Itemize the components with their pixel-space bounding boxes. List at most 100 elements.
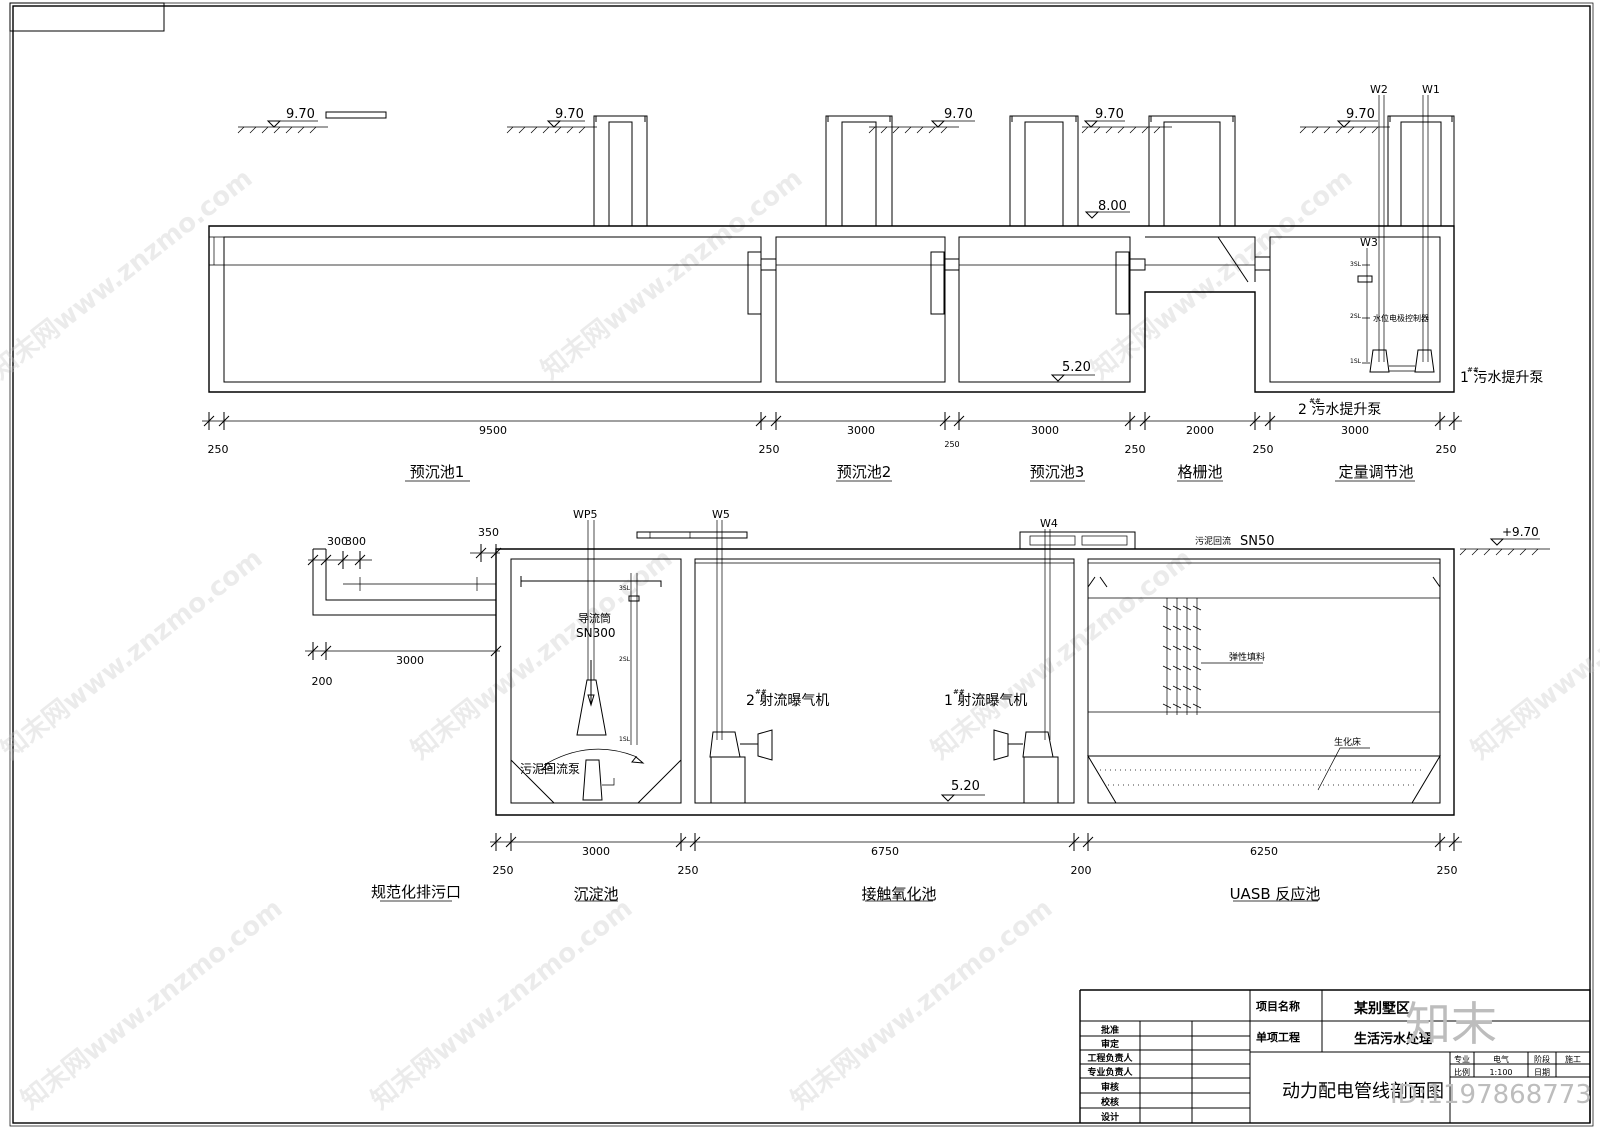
svg-text:工程负责人: 工程负责人: [1087, 1052, 1133, 1064]
svg-text:SN300: SN300: [576, 626, 616, 640]
tank-name: 格栅池: [1177, 463, 1222, 481]
svg-text:300: 300: [345, 535, 366, 548]
svg-text:专业负责人: 专业负责人: [1087, 1066, 1133, 1078]
svg-text:比例: 比例: [1454, 1067, 1470, 1077]
sludge-pump-label: 污泥回流泵: [520, 762, 580, 776]
svg-text:9.70: 9.70: [286, 107, 315, 122]
elevation-marker: 9.70: [546, 107, 585, 128]
svg-text:知末网www.znzmo.com: 知末网www.znzmo.com: [366, 893, 638, 1115]
svg-text:审核: 审核: [1101, 1081, 1119, 1093]
svg-text:2SL: 2SL: [619, 656, 631, 663]
svg-text:300: 300: [327, 535, 348, 548]
tank-name: 预沉池2: [837, 463, 892, 481]
svg-text:某别墅区: 某别墅区: [1354, 1000, 1410, 1017]
tank-name: 预沉池3: [1030, 463, 1085, 481]
corner-tag: [9, 2, 165, 32]
svg-text:弹性填料: 弹性填料: [1229, 651, 1265, 663]
bottom-section: 300 300 350 3000 200 +9.70 污泥回流 SN50 WP5…: [305, 508, 1551, 903]
svg-text:6750: 6750: [871, 845, 899, 858]
tank-name: 接触氧化池: [861, 885, 936, 903]
svg-text:5.20: 5.20: [951, 779, 980, 794]
svg-text:250: 250: [1253, 443, 1274, 456]
svg-text:1SL: 1SL: [619, 736, 631, 743]
elevation-marker: 5.20: [1050, 360, 1095, 382]
svg-text:W4: W4: [1040, 517, 1058, 530]
svg-text:3000: 3000: [847, 424, 875, 437]
elevation-marker: +9.70: [1489, 525, 1540, 546]
svg-text:##: ##: [1467, 366, 1479, 374]
aerator-2-label: 2 射流曝气机: [746, 693, 829, 709]
svg-text:##: ##: [755, 688, 767, 696]
svg-text:WP5: WP5: [573, 508, 598, 521]
svg-text:##: ##: [953, 688, 965, 696]
svg-text:审定: 审定: [1101, 1038, 1120, 1050]
svg-text:350: 350: [478, 526, 499, 539]
svg-text:9.70: 9.70: [1346, 107, 1375, 122]
svg-text:3000: 3000: [1341, 424, 1369, 437]
svg-text:250: 250: [759, 443, 780, 456]
tank-name: 沉淀池: [573, 885, 618, 903]
manhole-cover: [325, 111, 387, 119]
svg-text:1SL: 1SL: [1350, 358, 1362, 365]
svg-text:+9.70: +9.70: [1502, 525, 1539, 539]
svg-text:3000: 3000: [582, 845, 610, 858]
svg-text:SN50: SN50: [1240, 534, 1275, 549]
pump-1-label: 1 污水提升泵: [1460, 370, 1543, 386]
svg-text:250: 250: [1125, 443, 1146, 456]
svg-text:专业: 专业: [1454, 1054, 1470, 1064]
svg-text:9500: 9500: [479, 424, 507, 437]
svg-text:W3: W3: [1360, 236, 1378, 249]
svg-text:阶段: 阶段: [1534, 1054, 1550, 1064]
svg-text:3SL: 3SL: [619, 585, 631, 592]
pump-2-label: 2 污水提升泵: [1298, 402, 1381, 418]
svg-text:单项工程: 单项工程: [1256, 1030, 1300, 1044]
elevation-marker: 9.70: [1336, 107, 1378, 128]
svg-text:知末网www.znzmo.com: 知末网www.znzmo.com: [536, 163, 808, 385]
watermark: 知末网www.znzmo.com 知末网www.znzmo.com 知末网www…: [0, 163, 1600, 1115]
elevation-marker: 9.70: [266, 107, 318, 128]
tank-name: UASB 反应池: [1230, 885, 1321, 903]
svg-text:知末网www.znzmo.com: 知末网www.znzmo.com: [16, 893, 288, 1115]
svg-text:250: 250: [208, 443, 229, 456]
svg-text:知末网www.znzmo.com: 知末网www.znzmo.com: [1466, 543, 1600, 765]
svg-text:2000: 2000: [1186, 424, 1214, 437]
tank-name: 规范化排污口: [371, 883, 461, 901]
elevation-marker: 8.00: [1084, 199, 1130, 219]
svg-text:施工: 施工: [1565, 1054, 1581, 1064]
svg-text:1:100: 1:100: [1489, 1068, 1512, 1077]
title-block: 项目名称 某别墅区 单项工程 生活污水处理 动力配电管线剖面图 批准 审定 工程…: [1079, 989, 1592, 1123]
svg-text:知末网www.znzmo.com: 知末网www.znzmo.com: [0, 163, 258, 385]
svg-text:8.00: 8.00: [1098, 199, 1127, 214]
svg-text:W2: W2: [1370, 83, 1388, 96]
svg-text:知末网www.znzmo.com: 知末网www.znzmo.com: [0, 543, 268, 765]
svg-text:250: 250: [678, 864, 699, 877]
drawing-title: 动力配电管线剖面图: [1282, 1081, 1444, 1102]
aerator-1-label: 1 射流曝气机: [944, 693, 1027, 709]
svg-text:知末网www.znzmo.com: 知末网www.znzmo.com: [406, 543, 678, 765]
svg-text:250: 250: [493, 864, 514, 877]
svg-text:250: 250: [1436, 443, 1457, 456]
sheet-border: [12, 5, 1591, 1124]
tank-name: 定量调节池: [1338, 463, 1413, 481]
svg-text:W5: W5: [712, 508, 730, 521]
svg-text:250: 250: [1437, 864, 1458, 877]
svg-text:知末网www.znzmo.com: 知末网www.znzmo.com: [1086, 163, 1358, 385]
svg-text:2SL: 2SL: [1350, 313, 1362, 320]
svg-text:6250: 6250: [1250, 845, 1278, 858]
svg-text:250: 250: [944, 440, 959, 449]
svg-text:3000: 3000: [396, 654, 424, 667]
svg-text:水位电极控制器: 水位电极控制器: [1373, 313, 1429, 323]
svg-text:知末网www.znzmo.com: 知末网www.znzmo.com: [786, 893, 1058, 1115]
svg-text:污泥回流: 污泥回流: [1195, 535, 1231, 547]
svg-text:生化床: 生化床: [1334, 736, 1361, 748]
svg-text:200: 200: [312, 675, 333, 688]
svg-text:9.70: 9.70: [944, 107, 973, 122]
elevation-marker: 9.70: [1083, 107, 1125, 128]
svg-text:设计: 设计: [1101, 1111, 1119, 1123]
logo: 知末: [1405, 997, 1497, 1051]
tank-name: 预沉池1: [410, 463, 465, 481]
svg-text:3000: 3000: [1031, 424, 1059, 437]
elevation-marker: 9.70: [930, 107, 975, 128]
svg-text:##: ##: [1309, 397, 1321, 405]
